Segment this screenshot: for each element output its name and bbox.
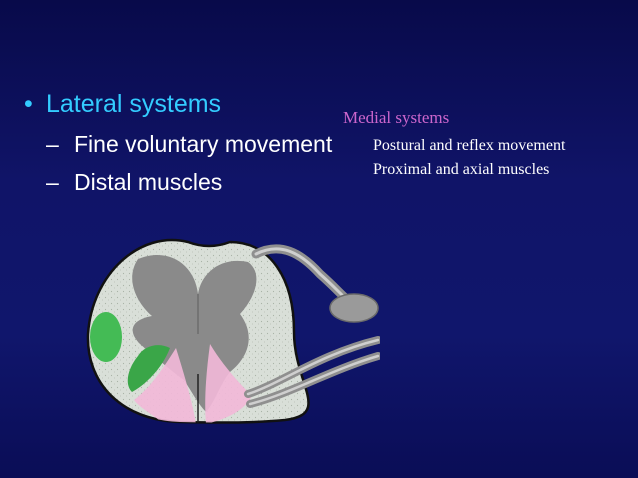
lateral-item-1: –Fine voluntary movement [46, 131, 332, 158]
medial-systems-title: Medial systems [343, 108, 450, 127]
medial-item-1: Postural and reflex movement [373, 137, 566, 154]
lateral-motor-region [127, 345, 170, 392]
spinal-cord-diagram [86, 238, 380, 424]
lateral-item-2-text: Distal muscles [74, 169, 223, 195]
dorsal-root-ganglion [329, 293, 379, 323]
dash-icon: – [46, 169, 59, 195]
bullet-icon: • [24, 90, 33, 118]
dash-icon: – [46, 131, 59, 157]
medial-tract-right [205, 344, 252, 423]
lateral-systems-heading: • Lateral systems [24, 90, 221, 119]
lateral-corticospinal-tract [90, 312, 122, 362]
lateral-item-2: –Distal muscles [46, 169, 222, 196]
ventral-root [244, 336, 380, 408]
medial-tract-left [134, 348, 196, 423]
medial-item-2: Proximal and axial muscles [373, 161, 550, 178]
lateral-systems-title: Lateral systems [46, 90, 222, 118]
lateral-item-1-text: Fine voluntary movement [74, 131, 333, 157]
